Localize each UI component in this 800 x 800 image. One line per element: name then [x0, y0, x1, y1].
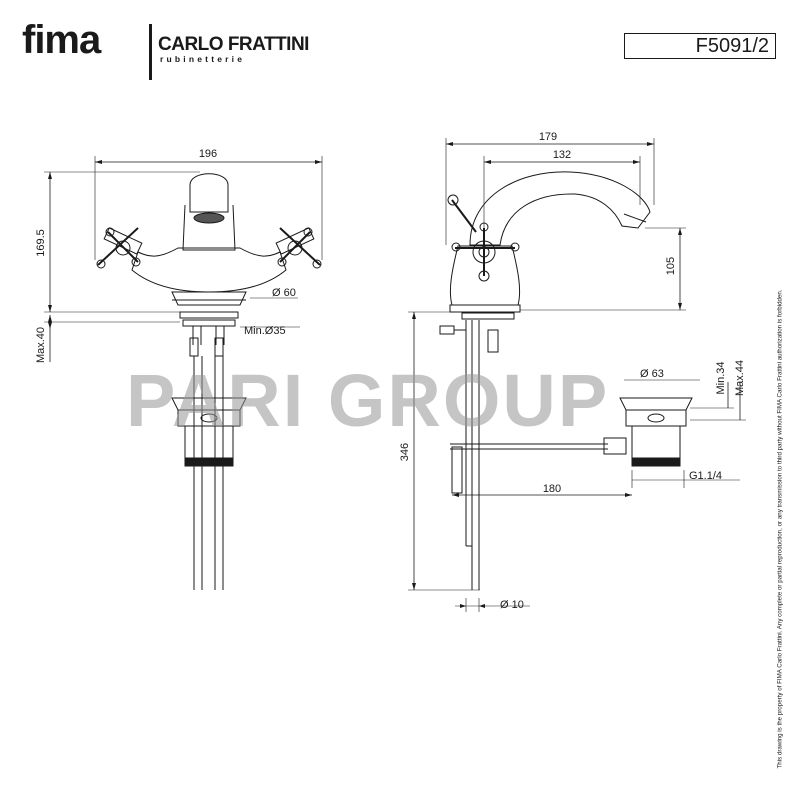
side-spout [469, 171, 651, 246]
dim-pop-dia-label: Ø 63 [640, 368, 664, 380]
dim-width-label: 196 [199, 148, 217, 160]
model-code-box: F5091/2 [624, 33, 776, 59]
side-handle [447, 194, 520, 282]
left-handle [96, 227, 143, 269]
side-notice: This drawing is the property of FIMA Car… [770, 289, 784, 770]
dim-thread-label: G1.1/4 [689, 470, 722, 482]
dim-base-dia-label: Ø 60 [272, 287, 296, 299]
brand-partner: CARLO FRATTINI [158, 34, 309, 55]
dim-total-height-label: 346 [399, 443, 411, 461]
brand-tagline: rubinetterie [160, 54, 246, 64]
dim-reach-label: 132 [553, 149, 571, 161]
dim-spout-height-label: 105 [665, 257, 677, 275]
dim-hole-min-label: Min.Ø35 [244, 325, 286, 337]
dim-rod-length-label: 180 [543, 483, 561, 495]
watermark: PARI GROUP [126, 359, 610, 442]
dim-height-label: 169.5 [35, 229, 47, 257]
front-view: 196 169.5 Max.40 [35, 148, 323, 590]
dim-max-label: Max.44 [734, 360, 746, 396]
side-notice-text: This drawing is the property of FIMA Car… [776, 289, 784, 769]
right-handle [275, 227, 322, 269]
side-view: 179 132 105 [399, 131, 746, 612]
front-spout [189, 173, 229, 213]
front-waste [171, 397, 247, 467]
side-waste [619, 397, 693, 467]
dim-overall-label: 179 [539, 131, 557, 143]
dim-pipe-dia-label: Ø 10 [500, 599, 524, 611]
front-body [131, 247, 287, 293]
brand-fima: fima [22, 18, 101, 62]
brand-divider [149, 24, 152, 80]
dim-min-label: Min.34 [715, 361, 727, 394]
dim-deck-max-label: Max.40 [35, 327, 47, 363]
model-code: F5091/2 [695, 35, 769, 57]
